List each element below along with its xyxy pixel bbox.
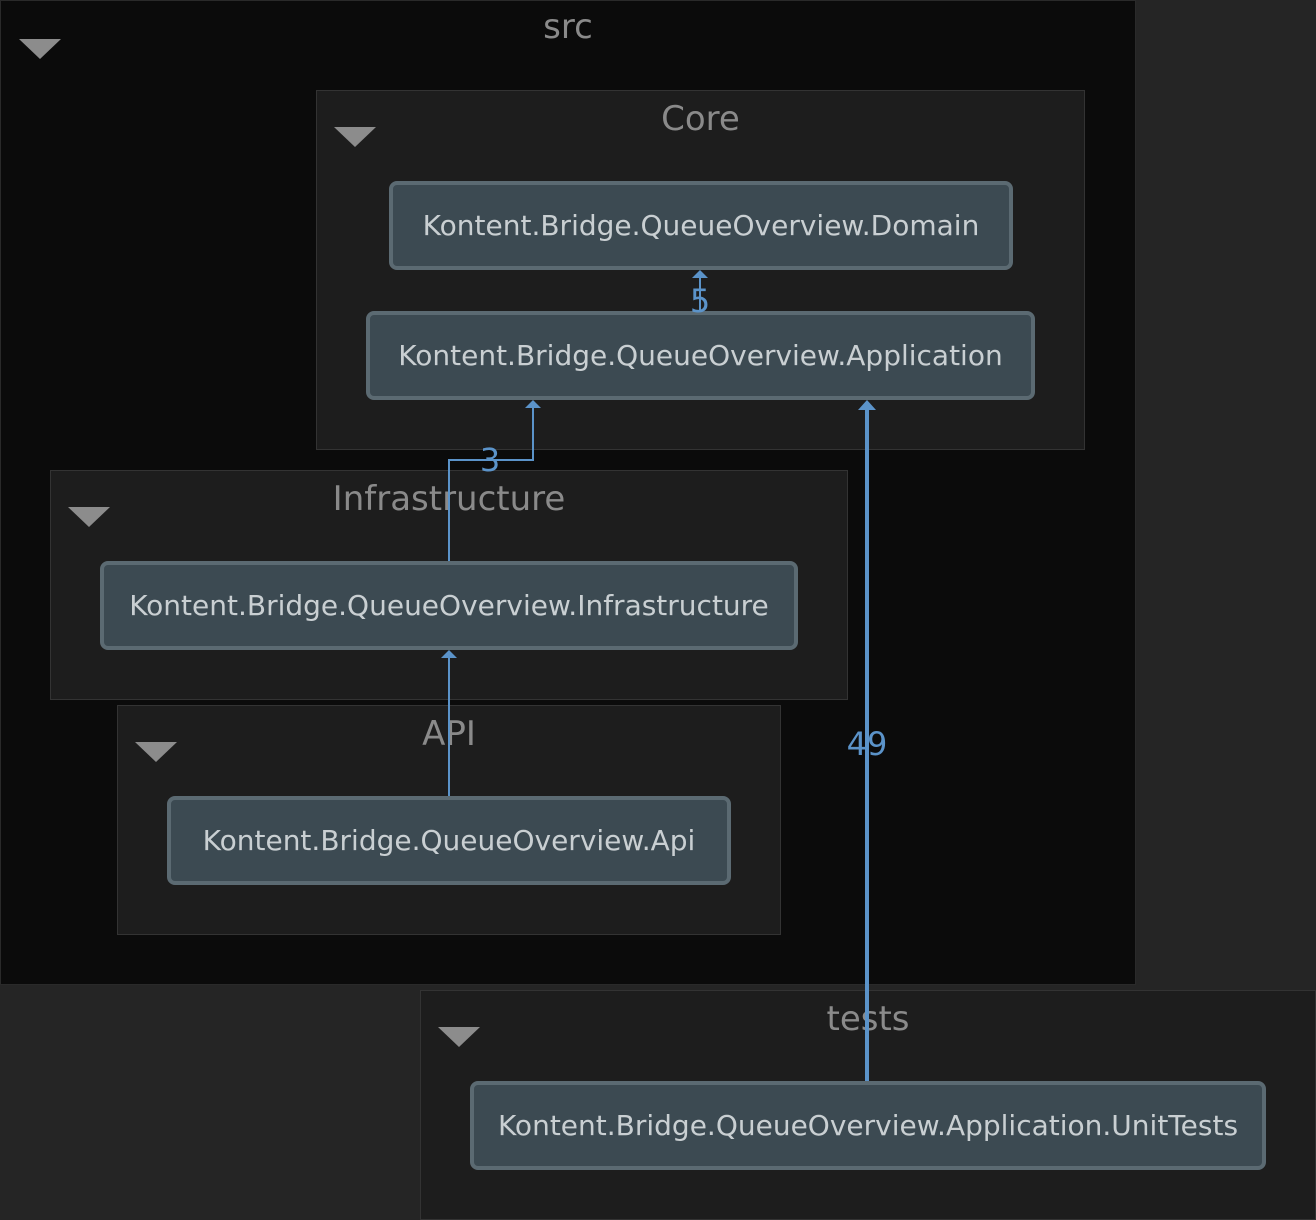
node-application[interactable]: Kontent.Bridge.QueueOverview.Application bbox=[366, 311, 1035, 400]
edge-label-application-to-domain: 5 bbox=[689, 282, 711, 320]
collapse-toggle-infrastructure-icon[interactable] bbox=[68, 507, 110, 527]
node-unit-tests[interactable]: Kontent.Bridge.QueueOverview.Application… bbox=[470, 1081, 1266, 1170]
collapse-toggle-core-icon[interactable] bbox=[334, 127, 376, 147]
group-src-title: src bbox=[543, 7, 593, 47]
node-api[interactable]: Kontent.Bridge.QueueOverview.Api bbox=[167, 796, 731, 885]
group-api-title: API bbox=[422, 714, 476, 754]
edge-label-infrastructure-to-application: 3 bbox=[479, 441, 501, 479]
collapse-toggle-api-icon[interactable] bbox=[135, 742, 177, 762]
group-core-title: Core bbox=[661, 99, 740, 139]
node-infrastructure[interactable]: Kontent.Bridge.QueueOverview.Infrastruct… bbox=[100, 561, 798, 650]
group-infrastructure-title: Infrastructure bbox=[332, 479, 566, 519]
collapse-toggle-src-icon[interactable] bbox=[19, 39, 61, 59]
node-domain[interactable]: Kontent.Bridge.QueueOverview.Domain bbox=[389, 181, 1013, 270]
group-tests-title: tests bbox=[826, 999, 910, 1039]
collapse-toggle-tests-icon[interactable] bbox=[438, 1027, 480, 1047]
edge-label-unit-tests-to-application: 49 bbox=[846, 725, 888, 763]
